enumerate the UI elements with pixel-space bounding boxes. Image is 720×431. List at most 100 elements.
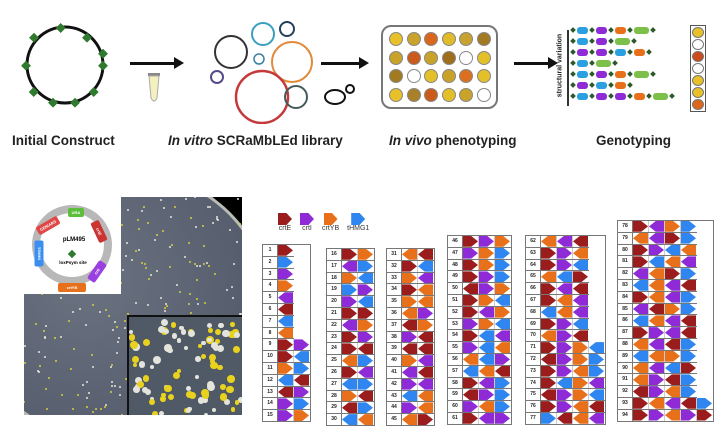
gene-arrow-icon — [633, 232, 648, 244]
gene-arrow-icon — [649, 279, 664, 291]
gene-block — [634, 70, 649, 78]
gene-arrow-icon — [665, 409, 680, 421]
genotype-row — [570, 48, 652, 56]
gene-arrow-icon — [557, 330, 572, 342]
gene-arrow-icon — [402, 414, 417, 425]
gene-cell — [649, 409, 665, 421]
phenotype-swatch — [692, 27, 704, 38]
gene-cell — [463, 377, 479, 389]
gene-block — [615, 70, 626, 78]
gene-cell — [294, 398, 309, 410]
gene-cell — [681, 268, 696, 279]
gene-cell — [278, 362, 294, 374]
gene-cell — [463, 283, 479, 294]
table-row: 28 — [327, 390, 374, 403]
gene-cell — [495, 294, 510, 306]
gene-cell — [495, 330, 510, 342]
gene-arrow-icon — [681, 386, 696, 397]
row-number: 25 — [327, 355, 342, 366]
gene-arrow-icon — [557, 236, 572, 247]
gene-arrow-icon — [495, 294, 510, 306]
gene-cell — [541, 377, 557, 389]
gene-arrow-icon — [479, 353, 494, 365]
gene-arrow-icon — [294, 386, 309, 398]
loxpsym-site-icon — [669, 93, 675, 99]
table-row: 23 — [327, 331, 374, 344]
gene-cell — [479, 353, 495, 365]
gene-cell — [589, 353, 604, 365]
gene-cell — [649, 350, 665, 362]
gene-arrow-icon — [665, 268, 680, 279]
step-label-phenotyping: In vivo phenotyping — [389, 133, 517, 148]
gene-arrow-icon — [358, 272, 373, 284]
gene-cell — [463, 365, 479, 377]
gene-cell — [495, 259, 510, 271]
gene-arrow-icon — [402, 343, 417, 355]
table-row: 94 — [618, 409, 713, 422]
table-row: 67 — [526, 294, 589, 307]
loxpsym-site-icon — [570, 49, 576, 55]
gene-arrow-icon — [573, 342, 588, 353]
gene-block — [653, 92, 668, 100]
gene-arrow-icon — [665, 244, 680, 256]
gene-cell — [479, 294, 495, 306]
structural-variation-label: structural variation — [556, 33, 564, 98]
gene-cell — [418, 249, 433, 260]
gene-arrow-icon — [418, 343, 433, 355]
gene-arrow-icon — [358, 355, 373, 366]
gene-cell — [479, 318, 495, 330]
phenotype-swatch — [692, 51, 704, 62]
plate-well — [389, 50, 403, 65]
gene-arrow-icon — [681, 374, 696, 386]
gene-cell — [633, 327, 649, 338]
gene-arrow-icon — [665, 303, 680, 315]
loxpsym-site-icon — [570, 38, 576, 44]
gene-block — [596, 48, 607, 56]
row-number: 86 — [618, 315, 633, 327]
gene-cell — [342, 343, 358, 355]
gene-arrow-icon — [541, 306, 556, 318]
gene-arrow-icon — [495, 377, 510, 389]
gene-arrow-icon — [342, 366, 357, 378]
row-number: 23 — [327, 331, 342, 343]
gene-cell — [665, 244, 681, 256]
gene-cell — [665, 256, 681, 268]
gene-arrow-icon — [541, 247, 556, 259]
gene-cell — [649, 327, 665, 338]
gene-arrow-icon — [278, 327, 293, 339]
gene-cell — [418, 366, 433, 378]
gene-arrow-icon — [495, 283, 510, 294]
gene-arrow-icon — [418, 319, 433, 331]
table-row: 86 — [618, 315, 697, 328]
gene-arrow-icon — [633, 315, 648, 327]
row-number: 70 — [526, 330, 541, 342]
loxpsym-site-icon — [631, 38, 637, 44]
gene-cell — [665, 232, 681, 244]
gene-cell — [633, 374, 649, 386]
gene-cell — [495, 247, 510, 259]
table-row: 27 — [327, 378, 374, 391]
gene-arrow-icon — [665, 386, 680, 397]
gene-cell — [358, 249, 373, 260]
gene-cell — [342, 307, 358, 319]
gene-arrow-icon — [463, 353, 478, 365]
gene-cell — [665, 338, 681, 350]
table-row: 70 — [526, 330, 589, 343]
gene-arrow-icon — [541, 389, 556, 401]
gene-cell — [541, 401, 557, 412]
gene-arrow-icon — [573, 389, 588, 401]
gene-cell — [633, 291, 649, 303]
gene-arrow-icon — [541, 330, 556, 342]
gene-cell — [573, 271, 588, 283]
table-row: 92 — [618, 386, 697, 398]
loxpsym-site-icon — [570, 71, 576, 77]
row-number: 12 — [263, 374, 278, 386]
row-number: 59 — [448, 389, 463, 401]
gene-cell — [463, 330, 479, 342]
gene-cell — [418, 343, 433, 355]
yeast-cell-icon — [324, 84, 355, 105]
row-number: 32 — [387, 260, 402, 272]
gene-arrow-icon — [418, 402, 433, 414]
table-row: 78 — [618, 221, 697, 233]
